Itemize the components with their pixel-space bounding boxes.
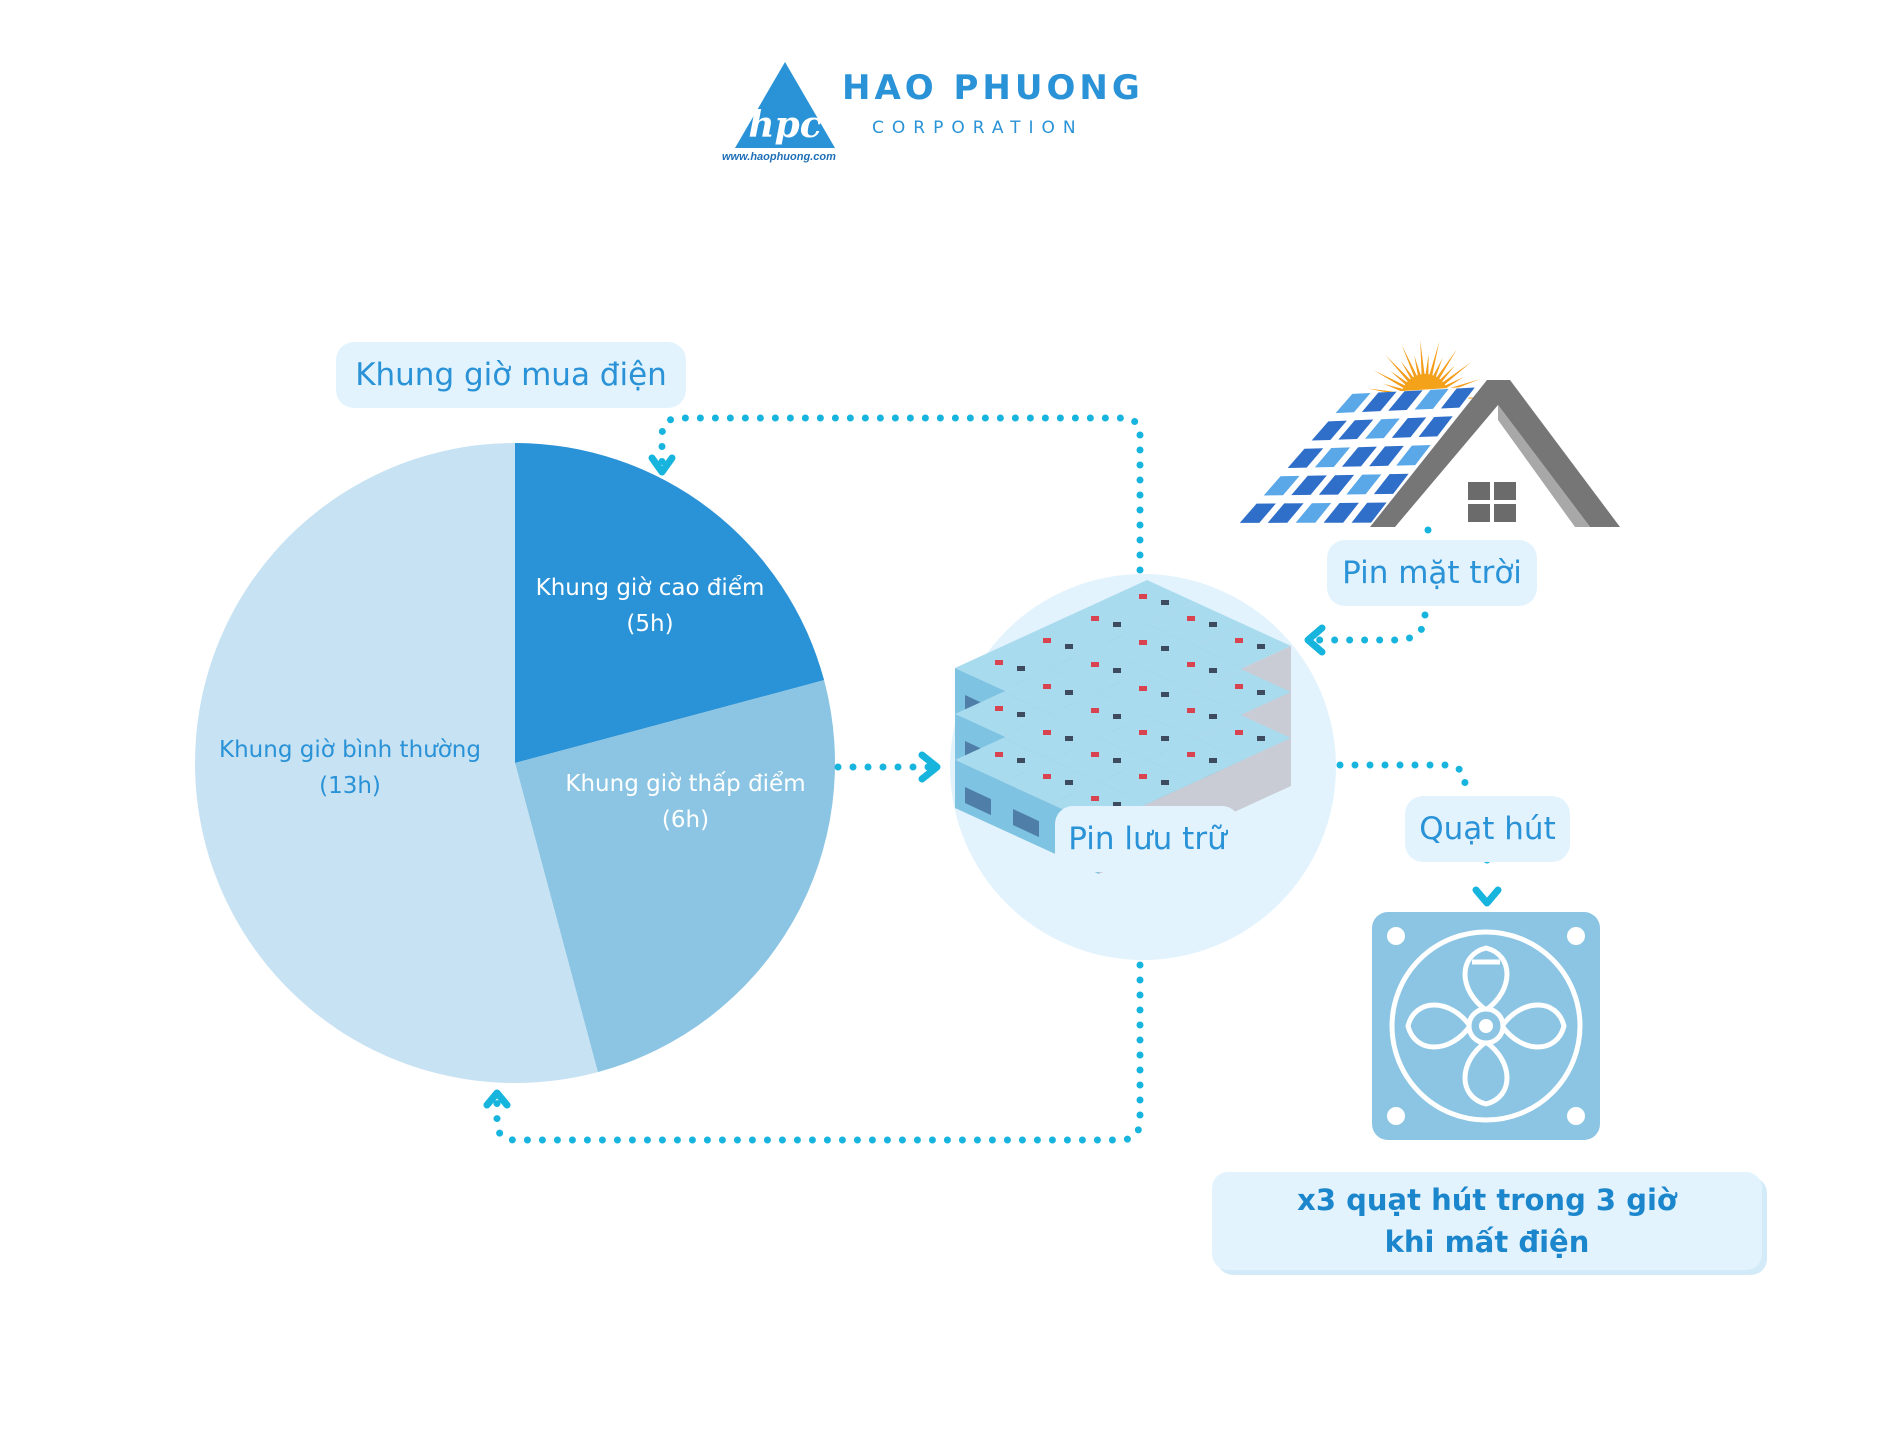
slice-label-normal: Khung giờ bình thường (13h) xyxy=(200,732,500,804)
exhaust-fan-label: Quạt hút xyxy=(1405,796,1570,862)
storage-battery-label: Pin lưu trữ xyxy=(1055,806,1240,872)
logo-letters: hpc xyxy=(748,104,821,146)
arrow-icon xyxy=(648,454,676,476)
brand-url: www.haophuong.com xyxy=(722,151,836,163)
pie-slice-1 xyxy=(515,680,835,1073)
connector-solar-to-battery xyxy=(1314,611,1429,644)
connector-battery-to-pie-top xyxy=(658,414,1144,574)
arrow-icon xyxy=(483,1089,511,1109)
slice-label-offpeak: Khung giờ thấp điểm (6h) xyxy=(548,766,823,838)
slice-title: Khung giờ bình thường xyxy=(219,737,481,763)
slice-hours: (5h) xyxy=(626,611,674,637)
purchase-window-label: Khung giờ mua điện xyxy=(336,342,686,408)
slice-title: Khung giờ thấp điểm xyxy=(565,771,806,797)
connector-battery-to-fan xyxy=(1336,761,1469,799)
arrow-icon xyxy=(918,751,941,783)
pie-slice-2 xyxy=(195,443,598,1083)
solar-panel-label: Pin mặt trời xyxy=(1327,540,1537,606)
brand-subtitle: CORPORATION xyxy=(872,118,1084,138)
arrow-icon xyxy=(1304,624,1326,656)
slice-hours: (6h) xyxy=(661,807,710,833)
slice-label-peak: Khung giờ cao điểm (5h) xyxy=(520,570,780,642)
result-box: x3 quạt hút trong 3 giờ khi mất điện xyxy=(1212,1172,1762,1270)
slice-hours: (13h) xyxy=(319,773,381,799)
time-window-pie xyxy=(195,443,835,1083)
connector-battery-to-pie-bottom xyxy=(493,961,1144,1144)
arrow-icon xyxy=(1472,886,1502,907)
result-line-1: x3 quạt hút trong 3 giờ xyxy=(1297,1183,1677,1217)
result-line-2: khi mất điện xyxy=(1384,1225,1590,1259)
house-roof-icon xyxy=(1370,380,1620,527)
solar-panel-icon xyxy=(1226,386,1480,523)
pie-slice-0 xyxy=(515,443,825,763)
brand-name: HAO PHUONG xyxy=(842,68,1144,108)
logo-triangle-icon: hpc xyxy=(735,62,835,148)
fan-icon xyxy=(1372,912,1600,1140)
slice-title: Khung giờ cao điểm xyxy=(535,575,765,601)
